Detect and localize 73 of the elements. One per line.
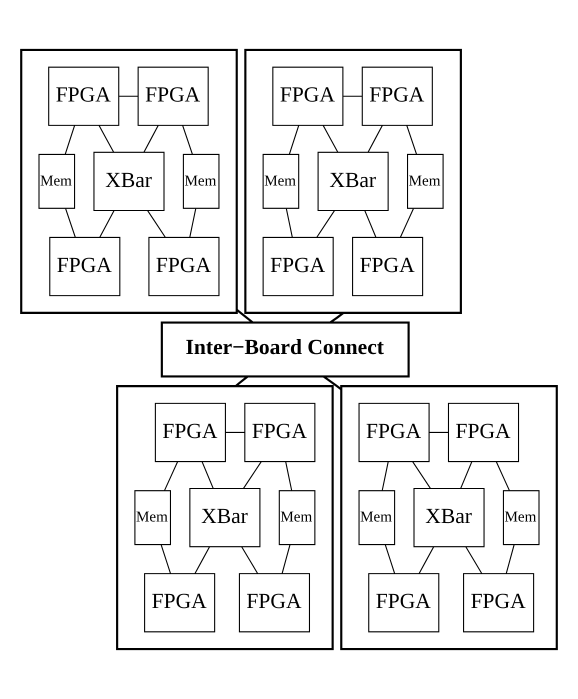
node-box: FPGA — [138, 66, 209, 126]
connector — [418, 546, 434, 574]
connector — [429, 432, 448, 434]
connector — [236, 308, 254, 324]
connector — [64, 125, 76, 154]
node-box: Mem — [278, 490, 316, 546]
connector — [285, 462, 292, 491]
node-box: Mem — [358, 490, 396, 546]
connector — [322, 376, 342, 390]
node-box: Mem — [38, 154, 76, 209]
connector — [343, 96, 362, 97]
node-box: FPGA — [272, 66, 344, 126]
node-box: FPGA — [49, 236, 120, 296]
connector — [400, 208, 414, 238]
node-box: XBar — [189, 488, 260, 548]
node-box: Mem — [182, 154, 220, 209]
connector — [288, 125, 300, 154]
node-box: Mem — [134, 490, 171, 546]
node-box: FPGA — [154, 402, 226, 462]
node-box: Mem — [502, 490, 540, 546]
connector — [226, 432, 245, 434]
node-box: Inter−Board Connect — [160, 321, 410, 378]
connector — [330, 312, 344, 324]
node-box: FPGA — [352, 236, 424, 296]
node-box: Mem — [262, 154, 300, 209]
node-box: FPGA — [463, 573, 534, 632]
connector — [382, 462, 389, 491]
connector — [202, 461, 214, 489]
node-box: XBar — [93, 152, 165, 212]
connector — [282, 544, 290, 574]
connector — [98, 125, 114, 153]
connector — [143, 125, 159, 153]
cluster — [116, 385, 334, 650]
connector — [147, 210, 166, 238]
node-box: FPGA — [244, 402, 316, 462]
node-box: FPGA — [144, 573, 216, 632]
connector — [164, 461, 178, 491]
node-box: FPGA — [238, 573, 310, 632]
node-box: XBar — [413, 488, 485, 548]
connector — [368, 125, 383, 153]
connector — [316, 210, 335, 238]
cluster — [20, 48, 238, 314]
node-box: XBar — [318, 152, 389, 212]
connector — [506, 544, 515, 574]
connector — [322, 125, 338, 153]
connector — [465, 546, 482, 574]
connector — [496, 461, 510, 491]
connector — [241, 546, 258, 574]
connector — [234, 376, 248, 387]
connector — [182, 125, 193, 154]
connector — [243, 461, 262, 489]
connector — [99, 210, 114, 238]
node-box: FPGA — [48, 66, 120, 126]
connector — [412, 461, 431, 489]
node-box: FPGA — [368, 573, 440, 632]
connector — [65, 208, 76, 238]
node-box: FPGA — [448, 402, 520, 462]
connector — [460, 461, 472, 489]
connector — [119, 96, 138, 97]
connector — [194, 546, 210, 574]
node-box: FPGA — [148, 236, 220, 296]
connector — [160, 544, 172, 574]
node-box: Mem — [407, 154, 444, 209]
node-box: FPGA — [362, 66, 433, 126]
connector — [189, 208, 196, 238]
cluster — [244, 48, 462, 314]
node-box: FPGA — [358, 402, 430, 462]
connector — [384, 544, 396, 574]
connector — [286, 208, 293, 238]
node-box: FPGA — [262, 236, 334, 296]
connector — [406, 125, 418, 154]
connector — [364, 210, 376, 238]
cluster — [340, 385, 558, 650]
